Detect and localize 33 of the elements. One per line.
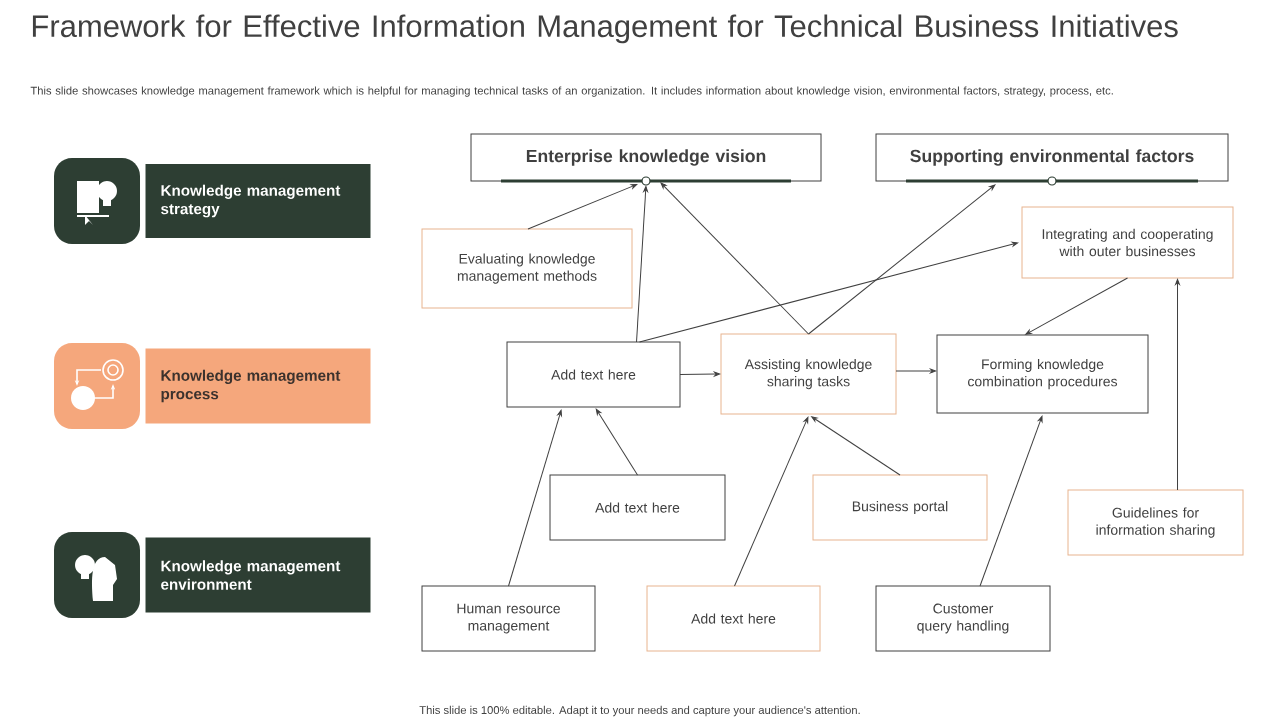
arrow (660, 182, 809, 335)
process-box: Add text here (506, 341, 681, 408)
arrow (1025, 277, 1128, 335)
category-bar: Knowledge management process (145, 348, 371, 424)
category-bar: Knowledge management strategy (145, 164, 371, 238)
process-box: Add text here (646, 585, 821, 652)
heading-box: Enterprise knowledge vision (470, 133, 822, 182)
process-box: Guidelines for information sharing (1067, 489, 1244, 556)
heading-box: Supporting environmental factors (875, 133, 1229, 182)
arrow (595, 408, 638, 476)
arrow (808, 184, 996, 335)
arrow (734, 416, 809, 587)
arrow (679, 371, 721, 377)
arrow (636, 185, 648, 343)
process-box: Evaluating knowledge management methods (421, 228, 633, 309)
arrow (895, 368, 937, 374)
process-box: Assisting knowledge sharing tasks (720, 333, 897, 415)
process-box: Integrating and cooperating with outer businesses (1021, 206, 1234, 279)
process-box: Add text here (549, 474, 726, 541)
arrow (639, 241, 1019, 343)
arrow (979, 415, 1043, 587)
subtitle: This slide showcases knowledge management framework which is helpful for managing technical tasks of an organization. It includes information about knowledge vision, environmental factors, strategy, process, etc. (30, 86, 1113, 97)
process-box: Business portal (812, 474, 988, 541)
process-box: Human resource management (421, 585, 596, 652)
arrow (811, 416, 901, 476)
arrow (1175, 278, 1180, 491)
arrow (527, 184, 638, 230)
title: Framework for Effective Information Management for Technical Business Initiatives (32, 14, 1178, 44)
arrow (508, 409, 562, 587)
process-box: Customer query handling (875, 585, 1051, 652)
footer-note: This slide is 100% editable. Adapt it to your needs and capture your audience's attention. (419, 705, 860, 717)
category-bar: Knowledge management environment (145, 537, 371, 613)
process-box: Forming knowledge combination procedures (936, 334, 1149, 414)
